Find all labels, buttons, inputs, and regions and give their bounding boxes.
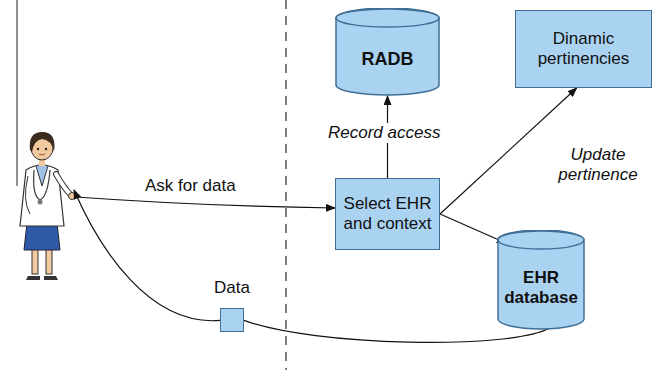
node-text: Dinamic pertinencies [522,29,645,70]
node-text: EHR database [503,268,579,309]
database-cylinder: RADB [335,8,440,96]
process-box: Select EHR and context [335,178,440,250]
database-cylinder: EHR database [497,230,585,330]
node-text: Data [210,278,254,298]
cylinder-body [336,8,439,95]
request-arrow [76,197,335,208]
edge-label: Record access [326,123,442,143]
cylinder-top [336,9,439,27]
node-text: RADB [362,49,414,71]
edge-rule [17,0,18,186]
doctor-figure [20,132,76,280]
request-label: Ask for data [143,176,238,196]
cylinder-top [498,231,584,249]
data-packet: Data [210,278,254,332]
data-square [220,308,244,332]
process-box: Dinamic pertinencies [515,10,652,88]
boundary-line [285,0,287,370]
edge-label: Update pertinence [548,145,648,186]
node-text: Select EHR and context [342,194,433,235]
cylinder-body [498,230,584,329]
connector-arrow [440,214,506,243]
return-arrow [74,190,220,321]
